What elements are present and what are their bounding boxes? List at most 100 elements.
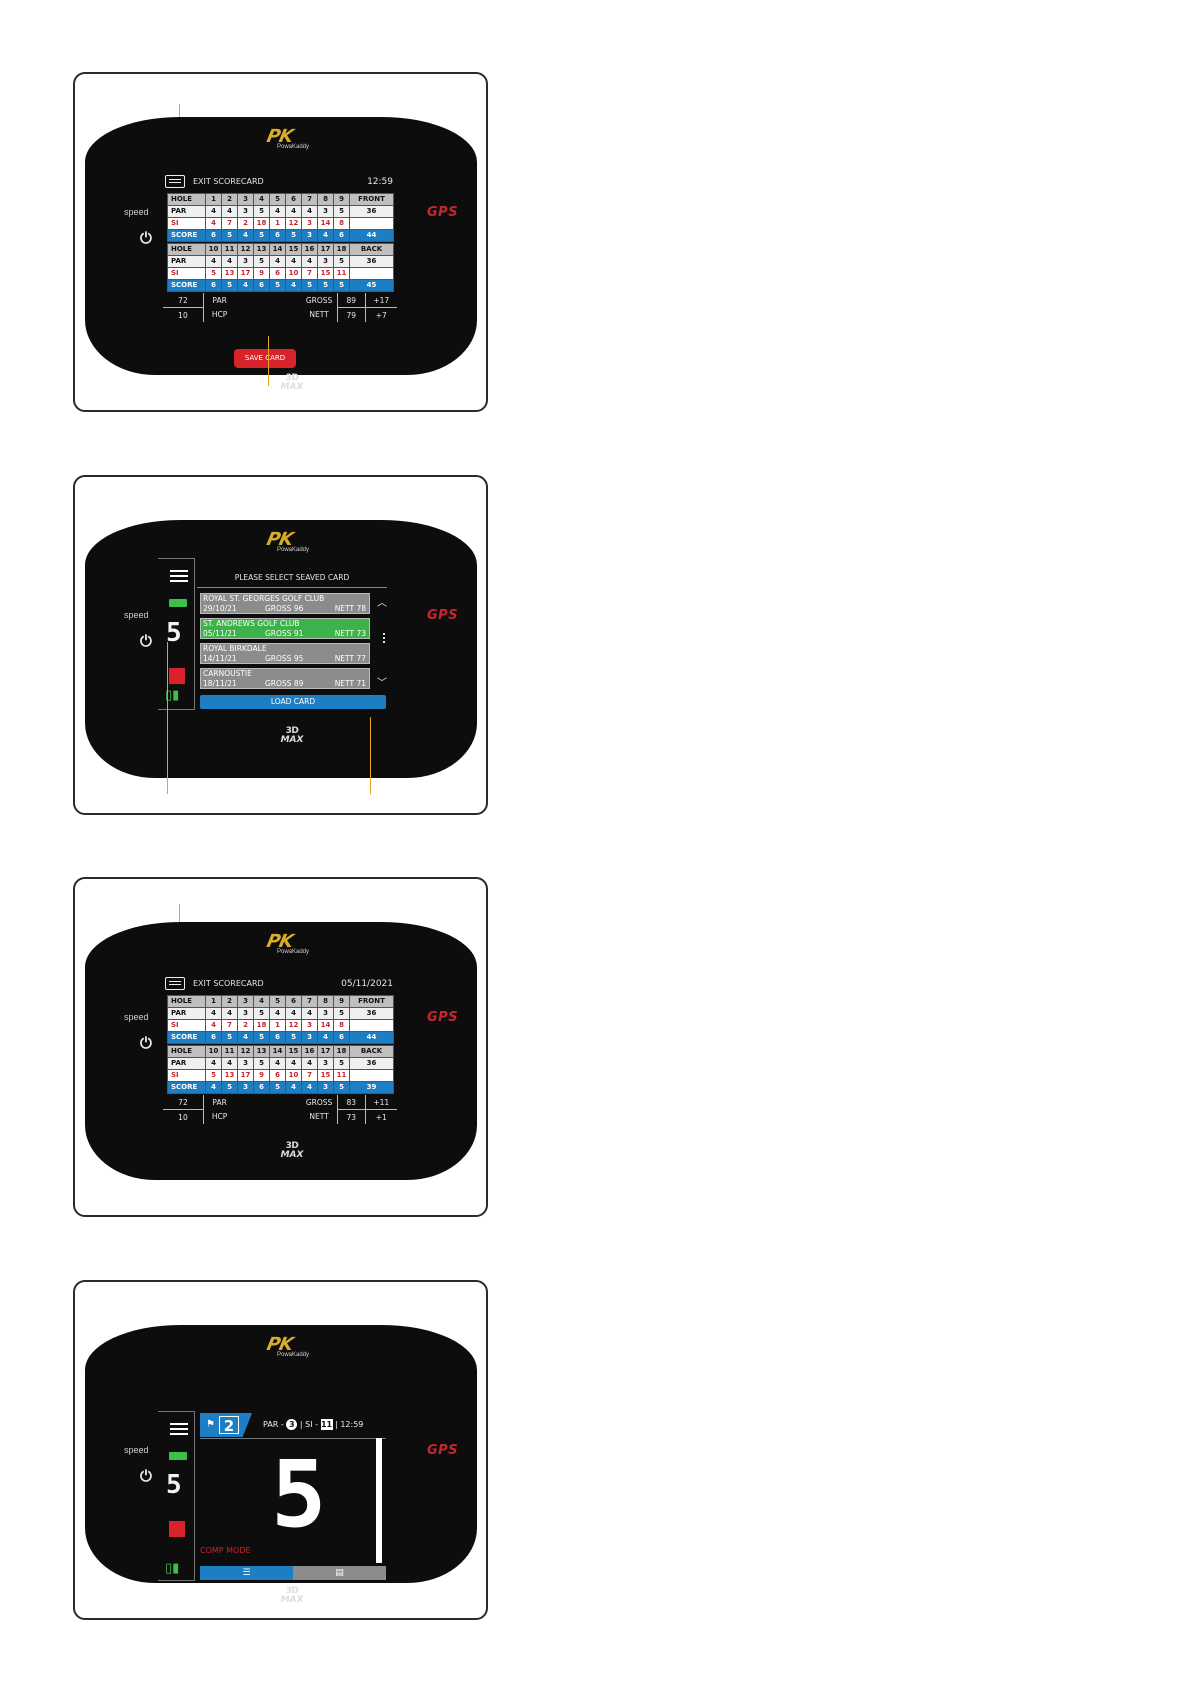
stop-button[interactable] <box>169 668 185 684</box>
scorecard-cell: 5 <box>333 279 350 292</box>
scorecard-cell <box>349 1069 394 1082</box>
scorecard-cell: 1 <box>269 1019 286 1032</box>
scorecard-cell: FRONT <box>349 995 394 1008</box>
scorecard-cell: 3 <box>317 255 334 268</box>
scroll-up-icon[interactable]: ︿ <box>377 598 387 609</box>
scorecard-cell: 4 <box>269 1007 286 1020</box>
scorecard-cell: 36 <box>349 1007 394 1020</box>
scorecard-cell: 4 <box>205 1019 222 1032</box>
si-value: 11 <box>320 1419 333 1430</box>
scorecard-cell: 10 <box>205 243 222 256</box>
scorecard-cell: 5 <box>317 279 334 292</box>
par-value: 3 <box>286 1419 298 1430</box>
scorecard-cell: 1 <box>205 995 222 1008</box>
gross-label: GROSS <box>305 295 333 305</box>
nett-label: NETT <box>309 1112 329 1122</box>
scorecard-cell: 36 <box>349 205 394 218</box>
scorecard-cell: 4 <box>205 1057 222 1070</box>
scorecard-cell: 3 <box>317 1007 334 1020</box>
menu-icon[interactable] <box>170 568 188 582</box>
row-label: SCORE <box>167 1081 206 1094</box>
power-icon[interactable]: ⏻ <box>140 1034 152 1052</box>
row-label: PAR <box>167 205 206 218</box>
scrollbar[interactable] <box>383 633 387 643</box>
scorecard-cell: 6 <box>269 267 286 280</box>
score-digit[interactable]: 5 <box>271 1441 327 1548</box>
scorecard-cell <box>349 1019 394 1032</box>
scorecard-cell: 4 <box>269 1057 286 1070</box>
scorecard-cell: 6 <box>333 229 350 242</box>
scorecard-cell: 4 <box>285 255 302 268</box>
scorecard-cell: 2 <box>221 995 238 1008</box>
tab-hole-list-icon[interactable]: ☰ <box>200 1566 293 1580</box>
score-entry-area[interactable] <box>200 1438 386 1564</box>
scorecard-cell: 3 <box>317 205 334 218</box>
scorecard-cell: 4 <box>269 255 286 268</box>
scorecard-cell: 4 <box>285 1007 302 1020</box>
scorecard-cell: 8 <box>333 1019 350 1032</box>
power-icon[interactable]: ⏻ <box>140 229 152 247</box>
scorecard-icon[interactable] <box>165 175 185 188</box>
scorecard-cell: 5 <box>253 255 270 268</box>
scorecard-header: EXIT SCORECARD 12:59 <box>165 175 393 190</box>
scorecard-cell: 16 <box>301 243 318 256</box>
si-label: SI - <box>305 1420 318 1429</box>
scorecard-cell: 3 <box>237 1057 254 1070</box>
scorecard-cell: 9 <box>333 995 350 1008</box>
scroll-down-icon[interactable]: ﹀ <box>377 678 387 689</box>
leader-line-save <box>268 336 269 386</box>
row-label: HOLE <box>167 995 206 1008</box>
scorecard-cell: 5 <box>253 229 270 242</box>
menu-icon[interactable] <box>170 1421 188 1435</box>
scorecard-cell: 45 <box>349 279 394 292</box>
scorecard-cell: 4 <box>301 255 318 268</box>
scorecard-cell <box>349 267 394 280</box>
scorecard-cell: 13 <box>221 1069 238 1082</box>
power-icon[interactable]: ⏻ <box>140 1467 152 1485</box>
scorecard-cell: 3 <box>237 205 254 218</box>
speed-label: speed <box>124 207 149 217</box>
power-icon[interactable]: ⏻ <box>140 632 152 650</box>
hcp-value: 10 <box>178 310 188 320</box>
scorecard-cell: 5 <box>205 267 222 280</box>
nett-diff: +7 <box>364 307 397 322</box>
bottom-tabs: ☰ ▤ <box>200 1566 386 1580</box>
scorecard-cell: 5 <box>269 279 286 292</box>
scorecard-icon[interactable] <box>165 977 185 990</box>
load-card-button[interactable]: LOAD CARD <box>200 695 386 709</box>
par-label: PAR <box>202 293 236 308</box>
speed-label: speed <box>124 1012 149 1022</box>
speed-setting: 5 <box>166 1470 182 1500</box>
scorecard-cell: 4 <box>301 1007 318 1020</box>
exit-scorecard-label[interactable]: EXIT SCORECARD <box>193 979 264 988</box>
scorecard-cell: BACK <box>349 1045 394 1058</box>
scorecard-cell: 6 <box>253 1081 270 1094</box>
save-card-button[interactable]: SAVE CARD <box>234 349 296 368</box>
exit-scorecard-label[interactable]: EXIT SCORECARD <box>193 177 264 186</box>
scorecard-cell: 3 <box>237 1081 254 1094</box>
scorecard-cell: 4 <box>221 1007 238 1020</box>
scorecard-cell: 5 <box>285 1031 302 1044</box>
stop-button[interactable] <box>169 1521 185 1537</box>
leader-line-speed <box>167 642 168 794</box>
tab-scorecard-icon[interactable]: ▤ <box>293 1566 386 1580</box>
scorecard-cell: 15 <box>317 267 334 280</box>
scorecard-cell: 5 <box>333 1007 350 1020</box>
scorecard-cell: 4 <box>301 1081 318 1094</box>
flag-icon: ⚑ <box>206 1419 215 1430</box>
scorecard-cell: 5 <box>333 1057 350 1070</box>
hcp-value: 10 <box>178 1112 188 1122</box>
totals: 72 PAR GROSS 89 +17 10 HCP NETT 79 +7 <box>163 293 397 322</box>
scorecard-cell: 4 <box>205 1081 222 1094</box>
row-label: HOLE <box>167 193 206 206</box>
row-label: SI <box>167 1019 206 1032</box>
